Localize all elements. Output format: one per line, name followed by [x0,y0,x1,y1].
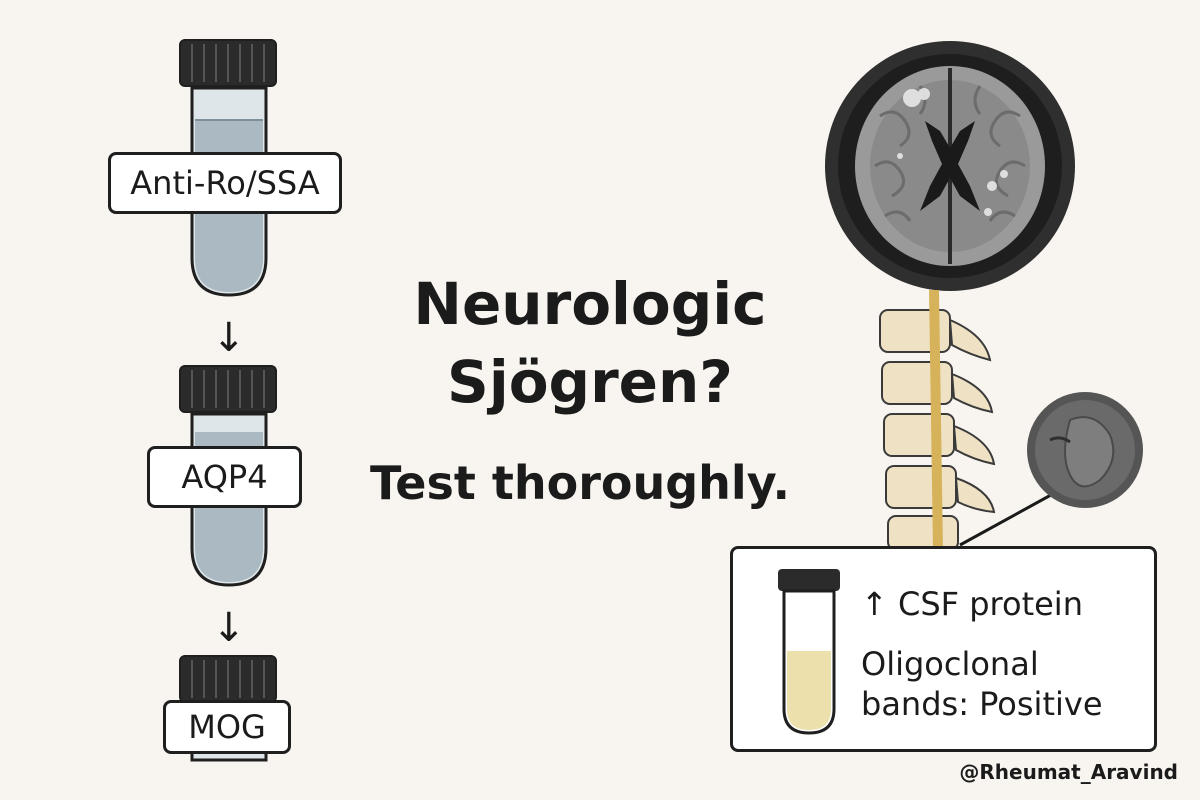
brain-mri-illustration [825,41,1075,291]
test-label-mog: MOG [163,700,291,754]
flow-arrow-1: ↓ [212,315,246,361]
headline-line-2: Sjögren? [447,348,733,416]
oligoclonal-text-1: Oligoclonal [861,645,1039,683]
test-label-anti-ro: Anti-Ro/SSA [108,152,342,214]
author-credit: @Rheumat_Aravind [959,760,1178,784]
spine-illustration [879,290,996,550]
test-tubes-illustration [179,39,277,762]
csf-results-panel: ↑ CSF protein Oligoclonal bands: Positiv… [730,546,1157,752]
test-label-aqp4: AQP4 [147,446,302,508]
headline-line-3: Test thoroughly. [370,456,790,510]
oligoclonal-text-2: bands: Positive [861,685,1103,723]
lesion-magnifier-illustration [959,392,1143,547]
csf-tube-icon [778,569,840,735]
flow-arrow-2: ↓ [212,605,246,651]
csf-protein-text: ↑ CSF protein [861,585,1083,623]
headline-line-1: Neurologic [413,270,767,338]
